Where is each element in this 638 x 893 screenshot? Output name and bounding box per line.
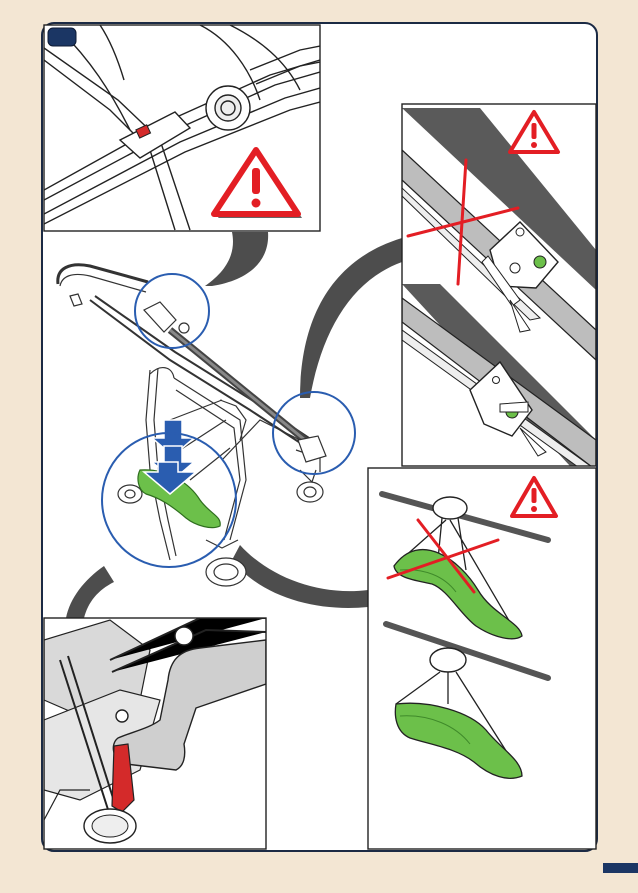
panel-handle-lock-detail (44, 25, 320, 231)
page-tab (603, 863, 638, 873)
panel-foot-brake-detail (44, 618, 266, 849)
panel-fold-lock-comparison (402, 104, 596, 480)
step-badge (48, 28, 76, 46)
panel-basket-comparison (368, 468, 596, 849)
